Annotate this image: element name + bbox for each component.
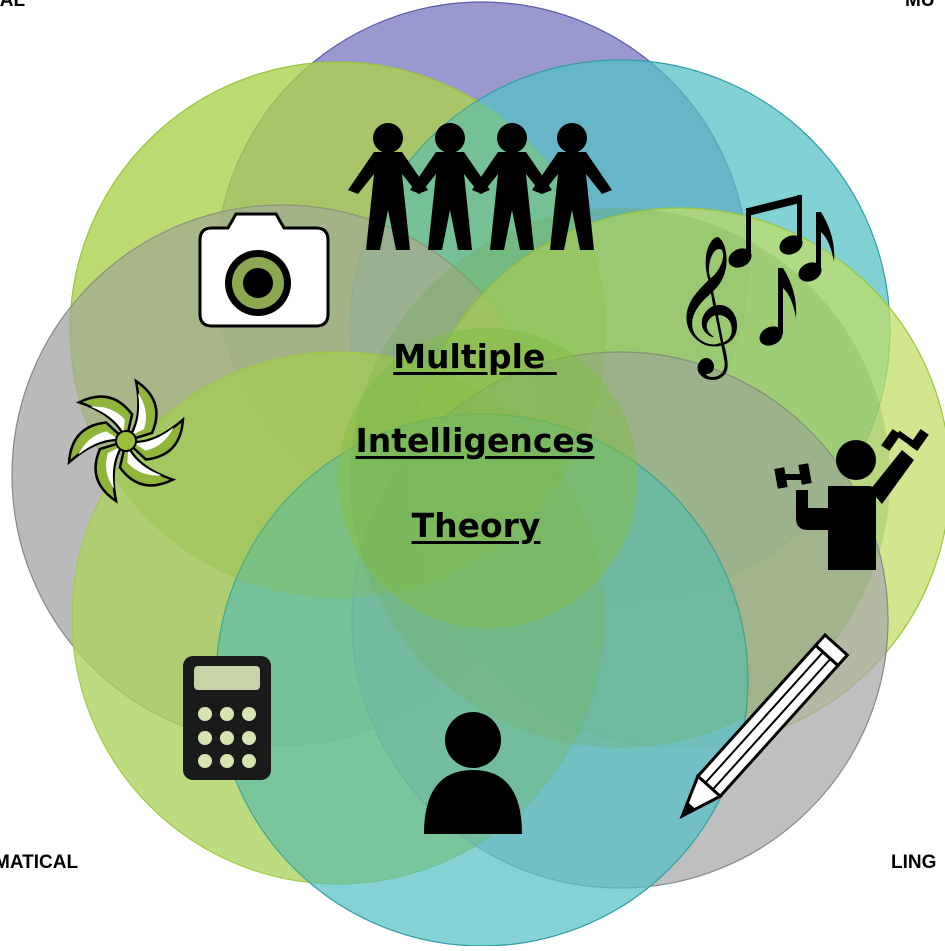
- label-musical: MU: [905, 0, 935, 11]
- camera-icon: [198, 212, 330, 328]
- flower-petal-highlight: [134, 427, 174, 451]
- flower-petal-highlight: [106, 447, 120, 489]
- people-chain-icon: [348, 123, 612, 250]
- flower-petal-highlight: [78, 431, 118, 455]
- title-line-2: Intelligences: [355, 421, 595, 460]
- flower-petal: [118, 436, 177, 487]
- person-icon: [424, 712, 522, 834]
- weightlifter-icon: [774, 428, 929, 570]
- title-line-1: Multiple: [393, 337, 557, 376]
- calculator-icon: [183, 656, 271, 780]
- label-visual-spatial: UAL: [0, 0, 26, 11]
- flower-petal-highlight: [127, 449, 162, 476]
- label-mathematical: MATICAL: [0, 852, 79, 873]
- label-linguistic: LING: [891, 852, 937, 873]
- pencil-icon: [679, 632, 850, 820]
- title-line-3: Theory: [411, 506, 541, 545]
- flower-icon: [67, 378, 185, 504]
- circle-center: [338, 328, 638, 628]
- overlay-upper-left: [70, 62, 606, 598]
- overlay-right: [350, 208, 890, 748]
- flower-petal-highlight: [90, 406, 125, 433]
- flower-petal: [75, 395, 134, 446]
- flower-petal-highlight: [132, 393, 146, 435]
- music-notes-icon: 𝄞: [672, 195, 835, 380]
